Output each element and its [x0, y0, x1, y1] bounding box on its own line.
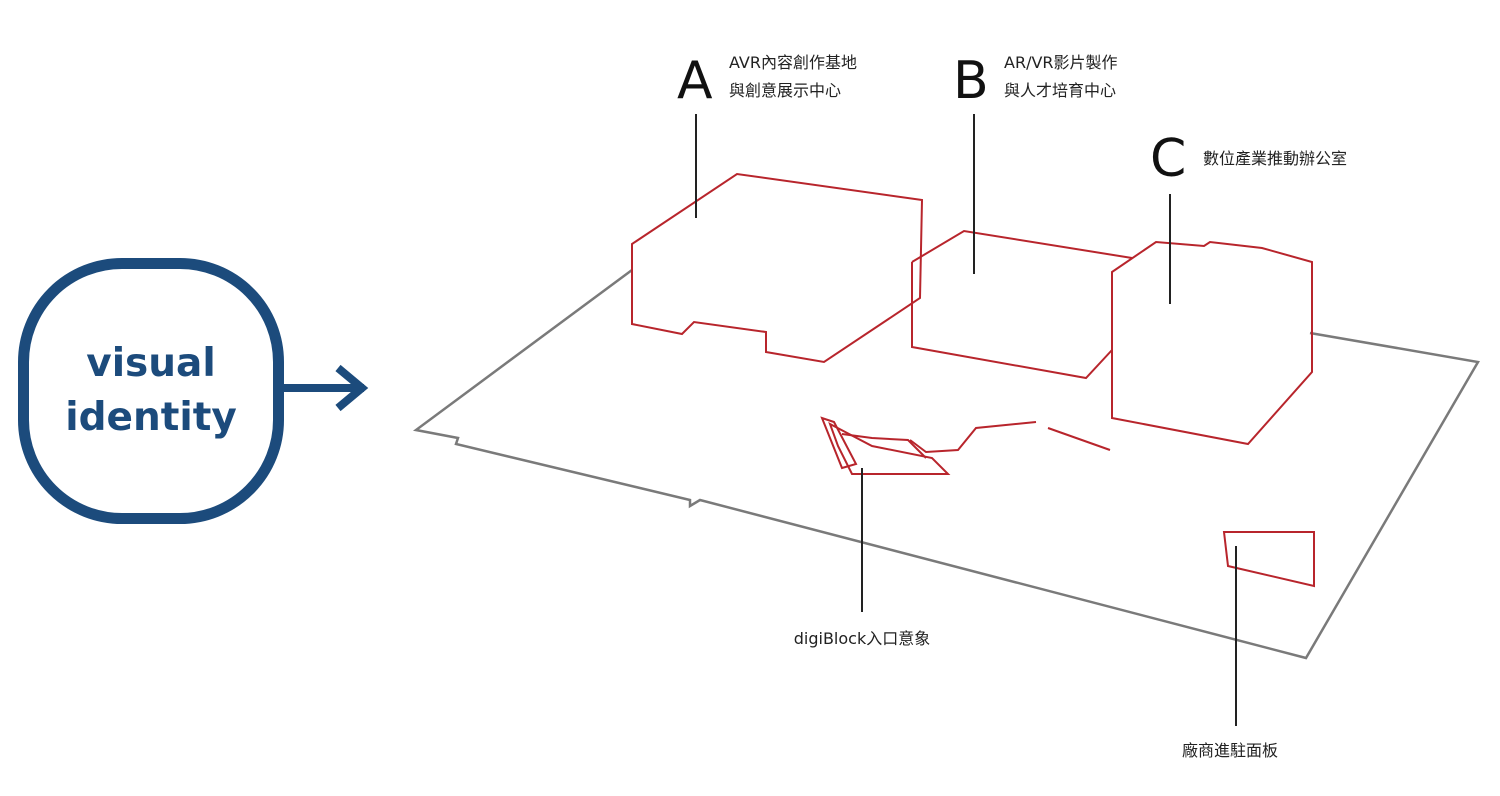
- badge-line-1: visual: [86, 341, 216, 386]
- label-b-line-1: AR/VR影片製作: [1004, 53, 1118, 72]
- building-b-outline: [911, 229, 1133, 380]
- badge-line-2: identity: [65, 395, 237, 440]
- arrow-icon: [282, 364, 369, 412]
- ground-plate: [412, 268, 1480, 660]
- label-entrance: digiBlock入口意象: [794, 629, 930, 648]
- label-b-letter: B: [953, 51, 989, 111]
- vendor-panel-outline: [1222, 531, 1315, 588]
- entrance-sculpture: [820, 416, 1111, 475]
- label-vendor: 廠商進駐面板: [1182, 741, 1278, 760]
- label-a-letter: A: [677, 51, 713, 111]
- building-a-outline: [631, 172, 924, 364]
- label-b-line-2: 與人才培育中心: [1004, 81, 1116, 100]
- label-a-line-2: 與創意展示中心: [729, 81, 841, 100]
- label-c-letter: C: [1150, 129, 1186, 189]
- label-a-line-1: AVR內容創作基地: [729, 53, 857, 72]
- visual-identity-badge: visual identity: [18, 258, 284, 524]
- label-c-line-1: 數位產業推動辦公室: [1203, 149, 1347, 168]
- building-c-outline: [1111, 240, 1313, 446]
